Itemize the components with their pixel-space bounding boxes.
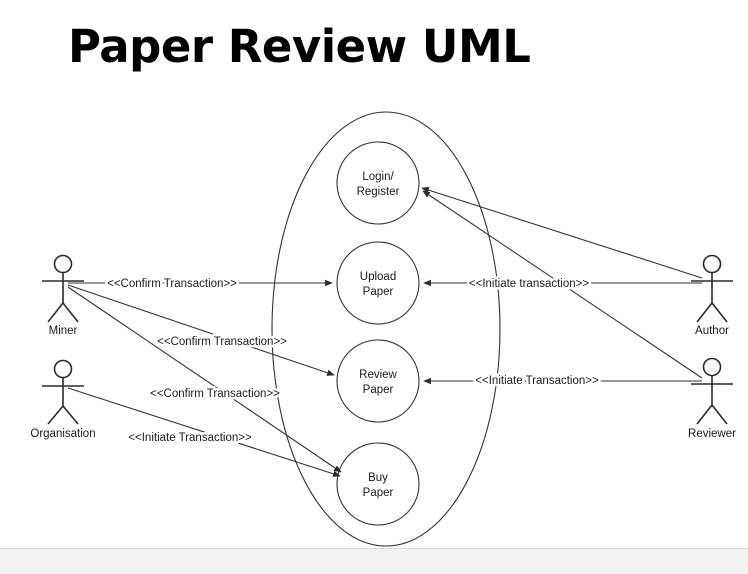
uml-use-case-diagram: Login/ Register Upload Paper Review Pape… <box>30 111 736 547</box>
actor-organisation-label: Organisation <box>30 428 95 440</box>
use-case-review-paper-line2: Paper <box>363 384 394 396</box>
actor-miner-leg-left <box>47 302 64 323</box>
system-boundary-ellipse <box>271 111 501 547</box>
use-cases: Login/ Register Upload Paper Review Pape… <box>336 141 420 526</box>
label-reviewer-review: <<Initiate Transaction>> <<Initiate Tran… <box>473 373 602 390</box>
svg-text:<<Confirm Transaction>>: <<Confirm Transaction>> <box>150 388 280 400</box>
svg-text:<<Confirm Transaction>>: <<Confirm Transaction>> <box>107 278 237 290</box>
actor-reviewer[interactable]: Reviewer <box>688 357 736 441</box>
label-miner-buy: <<Confirm Transaction>> <<Confirm Transa… <box>148 386 283 403</box>
actor-miner-label: Miner <box>49 325 78 337</box>
association-miner-review <box>67 284 335 376</box>
label-organisation-buy: <<Initiate Transaction>> <<Initiate Tran… <box>126 430 255 447</box>
association-labels: <<Confirm Transaction>> <<Confirm Transa… <box>105 276 602 447</box>
label-organisation-buy-text: <<Initiate Transaction>> <box>128 432 252 444</box>
use-case-login-line2: Register <box>357 186 400 198</box>
label-author-upload-text: <<Initiate transaction>> <box>469 278 589 290</box>
actor-organisation-leg-right <box>62 405 79 425</box>
actor-reviewer-label: Reviewer <box>688 428 736 440</box>
actor-miner-leg-right <box>62 302 79 323</box>
actor-miner-head <box>53 254 73 274</box>
actor-miner[interactable]: Miner <box>42 254 84 338</box>
use-case-upload-paper[interactable]: Upload Paper <box>336 241 420 325</box>
label-miner-buy-text: <<Confirm Transaction>> <box>150 388 280 400</box>
label-author-upload: <<Initiate transaction>> <<Initiate tran… <box>466 276 591 293</box>
use-case-login-shape[interactable] <box>336 141 420 225</box>
use-case-review-paper-shape[interactable] <box>336 339 420 423</box>
label-miner-review-text: <<Confirm Transaction>> <box>157 336 287 348</box>
use-case-review-paper[interactable]: Review Paper <box>336 339 420 423</box>
association-lines <box>67 187 703 477</box>
association-organisation-buy <box>67 387 341 477</box>
actors: Miner Organisation Author <box>30 254 736 441</box>
svg-text:<<Initiate transaction>>: <<Initiate transaction>> <box>469 278 589 290</box>
association-author-login <box>421 187 703 279</box>
use-case-login[interactable]: Login/ Register <box>336 141 420 225</box>
actor-author-leg-left <box>696 302 713 323</box>
use-case-upload-paper-line2: Paper <box>363 286 394 298</box>
use-case-buy-paper-line2: Paper <box>363 487 394 499</box>
actor-reviewer-leg-left <box>696 404 713 425</box>
slide-footer-bar <box>0 548 748 574</box>
actor-organisation[interactable]: Organisation <box>30 359 96 441</box>
label-reviewer-review-text: <<Initiate Transaction>> <box>475 375 599 387</box>
use-case-buy-paper-shape[interactable] <box>336 442 420 526</box>
use-case-review-paper-line1: Review <box>359 369 397 381</box>
svg-text:<<Initiate Transaction>>: <<Initiate Transaction>> <box>128 432 252 444</box>
page-title: Paper Review UML <box>68 20 531 73</box>
actor-author-head <box>702 254 722 274</box>
use-case-upload-paper-line1: Upload <box>360 271 396 283</box>
svg-text:<<Initiate Transaction>>: <<Initiate Transaction>> <box>475 375 599 387</box>
label-miner-upload-text: <<Confirm Transaction>> <box>107 278 237 290</box>
use-case-upload-paper-shape[interactable] <box>336 241 420 325</box>
use-case-login-line1: Login/ <box>362 171 394 183</box>
association-miner-buy <box>67 286 342 473</box>
actor-organisation-head <box>53 359 73 379</box>
label-miner-upload: <<Confirm Transaction>> <<Confirm Transa… <box>105 276 240 293</box>
actor-author-label: Author <box>695 325 729 337</box>
actor-reviewer-head <box>702 357 722 377</box>
svg-text:<<Confirm Transaction>>: <<Confirm Transaction>> <box>157 336 287 348</box>
use-case-buy-paper[interactable]: Buy Paper <box>336 442 420 526</box>
actor-reviewer-leg-right <box>711 404 728 425</box>
actor-author-leg-right <box>711 302 728 323</box>
actor-organisation-leg-left <box>47 405 64 425</box>
label-miner-review: <<Confirm Transaction>> <<Confirm Transa… <box>155 334 290 351</box>
association-reviewer-login <box>422 190 703 379</box>
use-case-buy-paper-line1: Buy <box>368 472 388 484</box>
actor-author[interactable]: Author <box>691 254 733 338</box>
